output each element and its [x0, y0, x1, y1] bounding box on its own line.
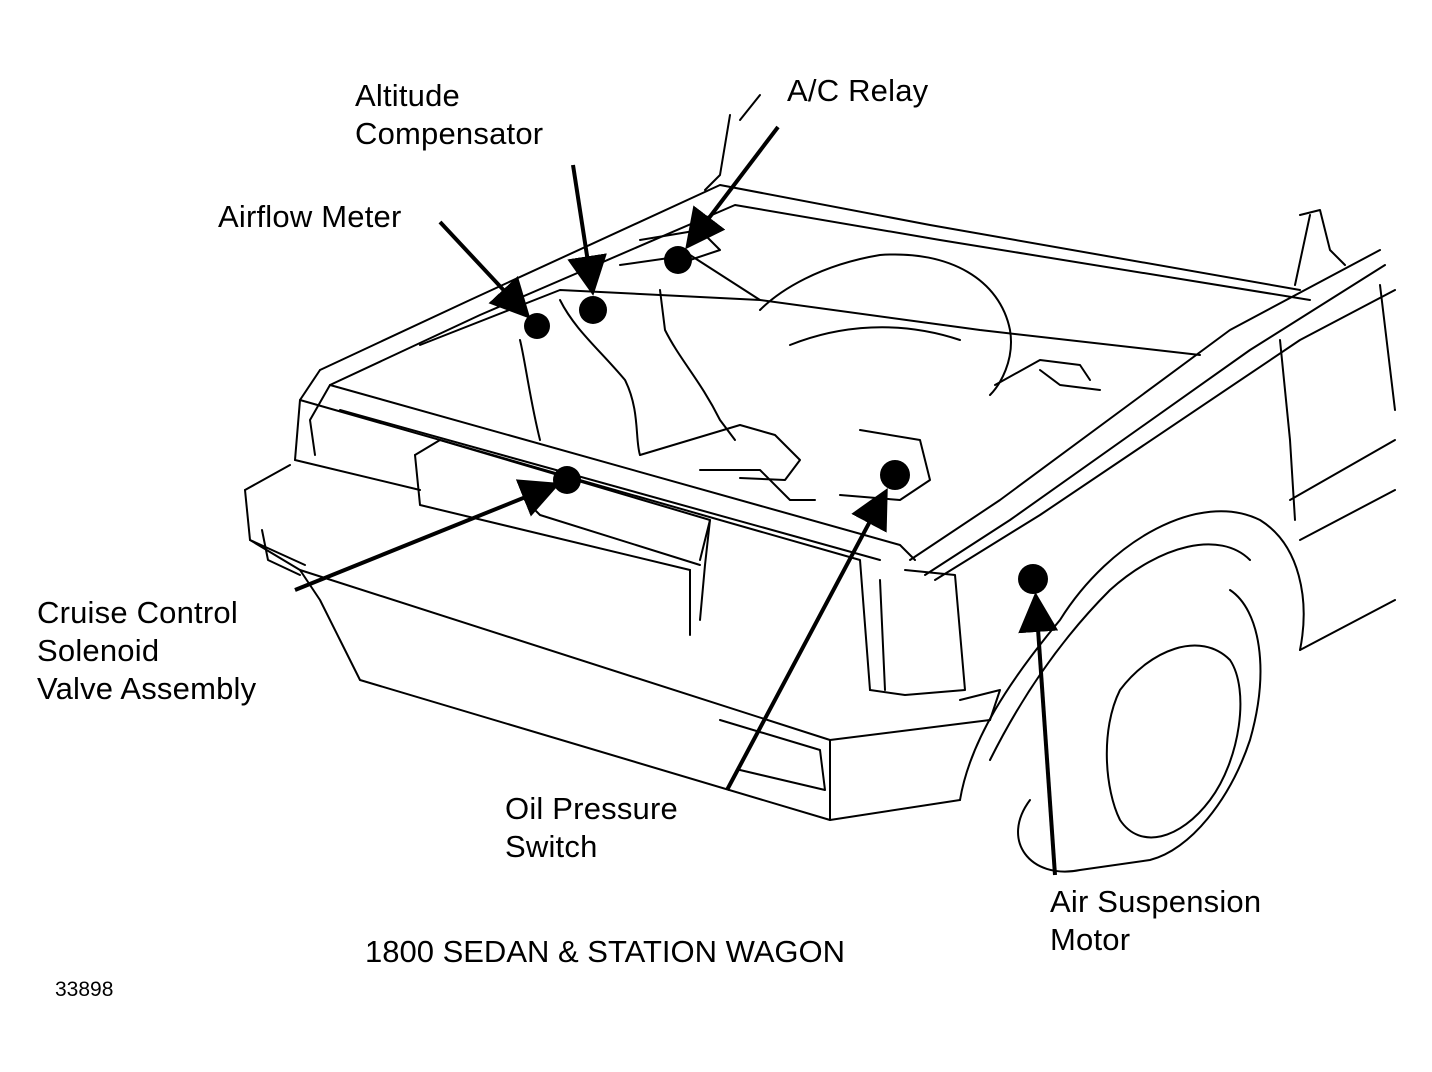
label-line: Airflow Meter	[218, 199, 402, 234]
label-altitude-compensator: Altitude Compensator	[355, 77, 543, 153]
label-line: Cruise Control	[37, 595, 238, 630]
arrow-ac-relay	[685, 125, 780, 250]
label-airflow-meter: Airflow Meter	[218, 198, 401, 236]
dot-oil-pressure	[880, 460, 910, 490]
dot-cruise-control	[553, 466, 581, 494]
arrow-cruise-control	[294, 479, 561, 592]
label-line: Motor	[1050, 922, 1131, 957]
callout-arrows	[294, 125, 1059, 876]
label-cruise-control: Cruise Control Solenoid Valve Assembly	[37, 594, 256, 708]
label-line: Valve Assembly	[37, 671, 257, 706]
label-air-suspension: Air Suspension Motor	[1050, 883, 1261, 959]
car-body-outline	[244, 94, 1396, 873]
label-line: Oil Pressure	[505, 791, 678, 826]
label-line: Switch	[505, 829, 598, 864]
label-line: Air Suspension	[1050, 884, 1262, 919]
figure-number: 33898	[55, 978, 114, 1001]
arrow-air-suspension	[1018, 592, 1059, 876]
diagram-caption: 1800 SEDAN & STATION WAGON	[365, 934, 846, 969]
label-line: Altitude	[355, 78, 460, 113]
dot-airflow-meter	[524, 313, 550, 339]
arrow-altitude-compensator	[567, 164, 607, 296]
arrow-airflow-meter	[438, 220, 531, 319]
dot-air-suspension	[1018, 564, 1048, 594]
label-line: Compensator	[355, 116, 544, 151]
label-line: A/C Relay	[787, 73, 929, 108]
dot-altitude-compensator	[579, 296, 607, 324]
dot-ac-relay	[664, 246, 692, 274]
arrow-oil-pressure	[725, 487, 888, 791]
callout-dots	[524, 246, 1048, 594]
label-oil-pressure: Oil Pressure Switch	[505, 790, 678, 866]
label-line: Solenoid	[37, 633, 160, 668]
label-ac-relay: A/C Relay	[787, 72, 928, 110]
